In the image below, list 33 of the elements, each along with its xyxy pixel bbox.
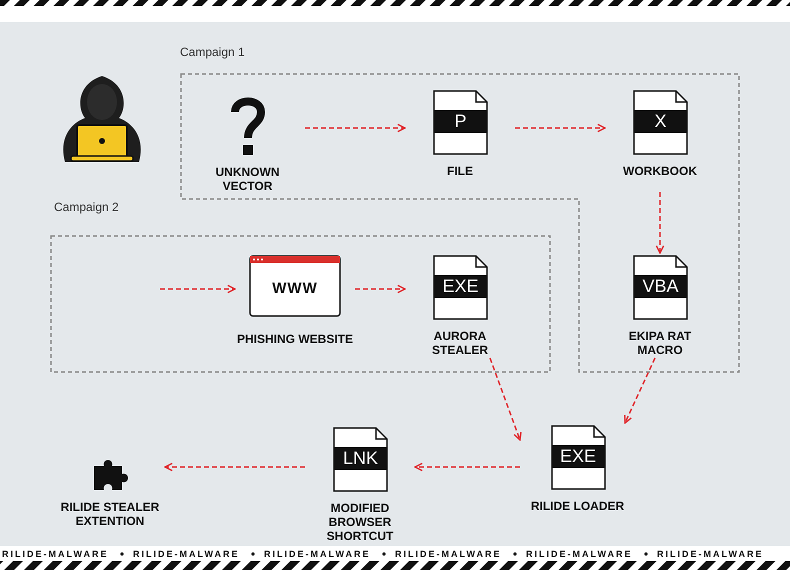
arrow [489,358,522,441]
file-type-text: EXE [558,445,598,467]
file-type-text: VBA [641,275,680,297]
file-type-text: P [453,110,468,132]
arrow [164,462,305,472]
node-caption: UNKNOWN VECTOR [214,165,280,193]
group-heading: Campaign 1 [180,45,245,59]
arrow [515,124,606,132]
tape-text: RILIDE-MALWARE [133,549,240,559]
group-heading: Campaign 2 [54,200,119,214]
node-caption: AURORA STEALER [430,329,489,357]
file-type-text: EXE [441,275,480,297]
arrow [305,124,406,132]
file-type-text: LNK [342,447,379,469]
node-caption: WORKBOOK [622,164,698,178]
file-type-text: X [653,110,668,132]
node-caption: RILIDE LOADER [530,499,626,513]
arrow [160,284,236,294]
node-caption: MODIFIED BROWSER SHORTCUT [326,501,394,543]
arrow [656,192,664,254]
node-caption: FILE [446,164,474,178]
tape-text: RILIDE-MALWARE [264,549,370,559]
node-caption: RILIDE STEALER EXTENTION [60,500,160,528]
arrow [624,358,656,424]
node-caption: PHISHING WEBSITE [236,332,354,346]
arrow [355,284,406,294]
tape-text: RILIDE-MALWARE [2,549,108,559]
tape-text: RILIDE-MALWARE [526,549,632,559]
tape-text: RILIDE-MALWARE [657,549,764,559]
node-caption: EKIPA RAT MACRO [628,329,692,357]
arrow [414,462,520,472]
tape-text: RILIDE-MALWARE [395,549,502,559]
url-text: WWW [271,279,319,299]
